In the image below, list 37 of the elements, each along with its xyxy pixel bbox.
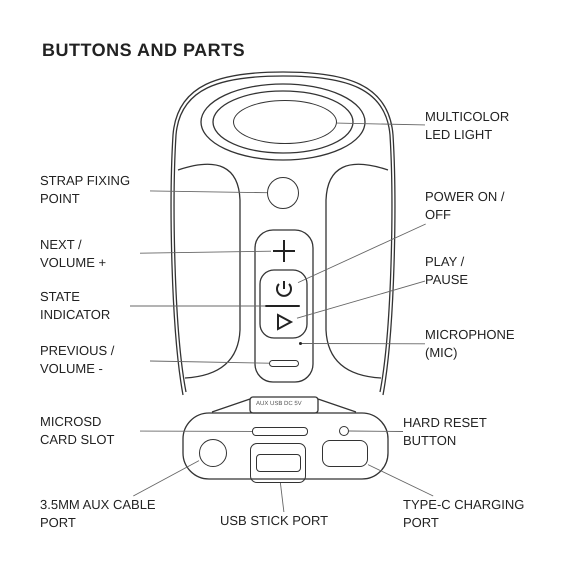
- diagram-title: BUTTONS AND PARTS: [42, 40, 246, 61]
- callout-label: MICROPHONE (MIC): [425, 326, 535, 362]
- callout-label: MICROSD CARD SLOT: [40, 413, 140, 449]
- indicator-line: [265, 305, 300, 307]
- leader-line: [298, 224, 426, 284]
- leader-line: [280, 482, 284, 512]
- plus-button: [271, 238, 297, 264]
- callout-label: POWER ON / OFF: [425, 188, 505, 224]
- callout-label: HARD RESET BUTTON: [403, 414, 513, 450]
- reset-hole: [339, 426, 349, 436]
- leader-line: [348, 430, 404, 432]
- card-slot: [252, 427, 308, 436]
- usb-c-port: [322, 440, 368, 467]
- leader-line: [132, 460, 200, 496]
- leader-line: [368, 464, 434, 496]
- callout-label: TYPE-C CHARGING PORT: [403, 496, 538, 532]
- leader-line: [140, 430, 252, 432]
- aux-jack: [199, 439, 227, 467]
- leader-line: [336, 122, 426, 126]
- callout-label: USB STICK PORT: [220, 512, 350, 530]
- callout-label: STRAP FIXING POINT: [40, 172, 150, 208]
- microphone-hole: [299, 342, 302, 345]
- leader-line: [296, 280, 426, 319]
- callout-label: NEXT / VOLUME +: [40, 236, 140, 272]
- leader-line: [140, 250, 272, 254]
- leader-line: [302, 343, 426, 344]
- leader-line: [150, 190, 268, 194]
- led-light-ring: [233, 100, 337, 144]
- callout-label: PREVIOUS / VOLUME -: [40, 342, 150, 378]
- strap-loop: [267, 177, 299, 209]
- leader-line: [150, 360, 270, 364]
- minus-button: [269, 360, 299, 367]
- callout-label: 3.5MM AUX CABLE PORT: [40, 496, 160, 532]
- callout-label: PLAY / PAUSE: [425, 253, 495, 289]
- usb-port: [250, 443, 306, 483]
- callout-label: MULTICOLOR LED LIGHT: [425, 108, 535, 144]
- callout-label: STATE INDICATOR: [40, 288, 130, 324]
